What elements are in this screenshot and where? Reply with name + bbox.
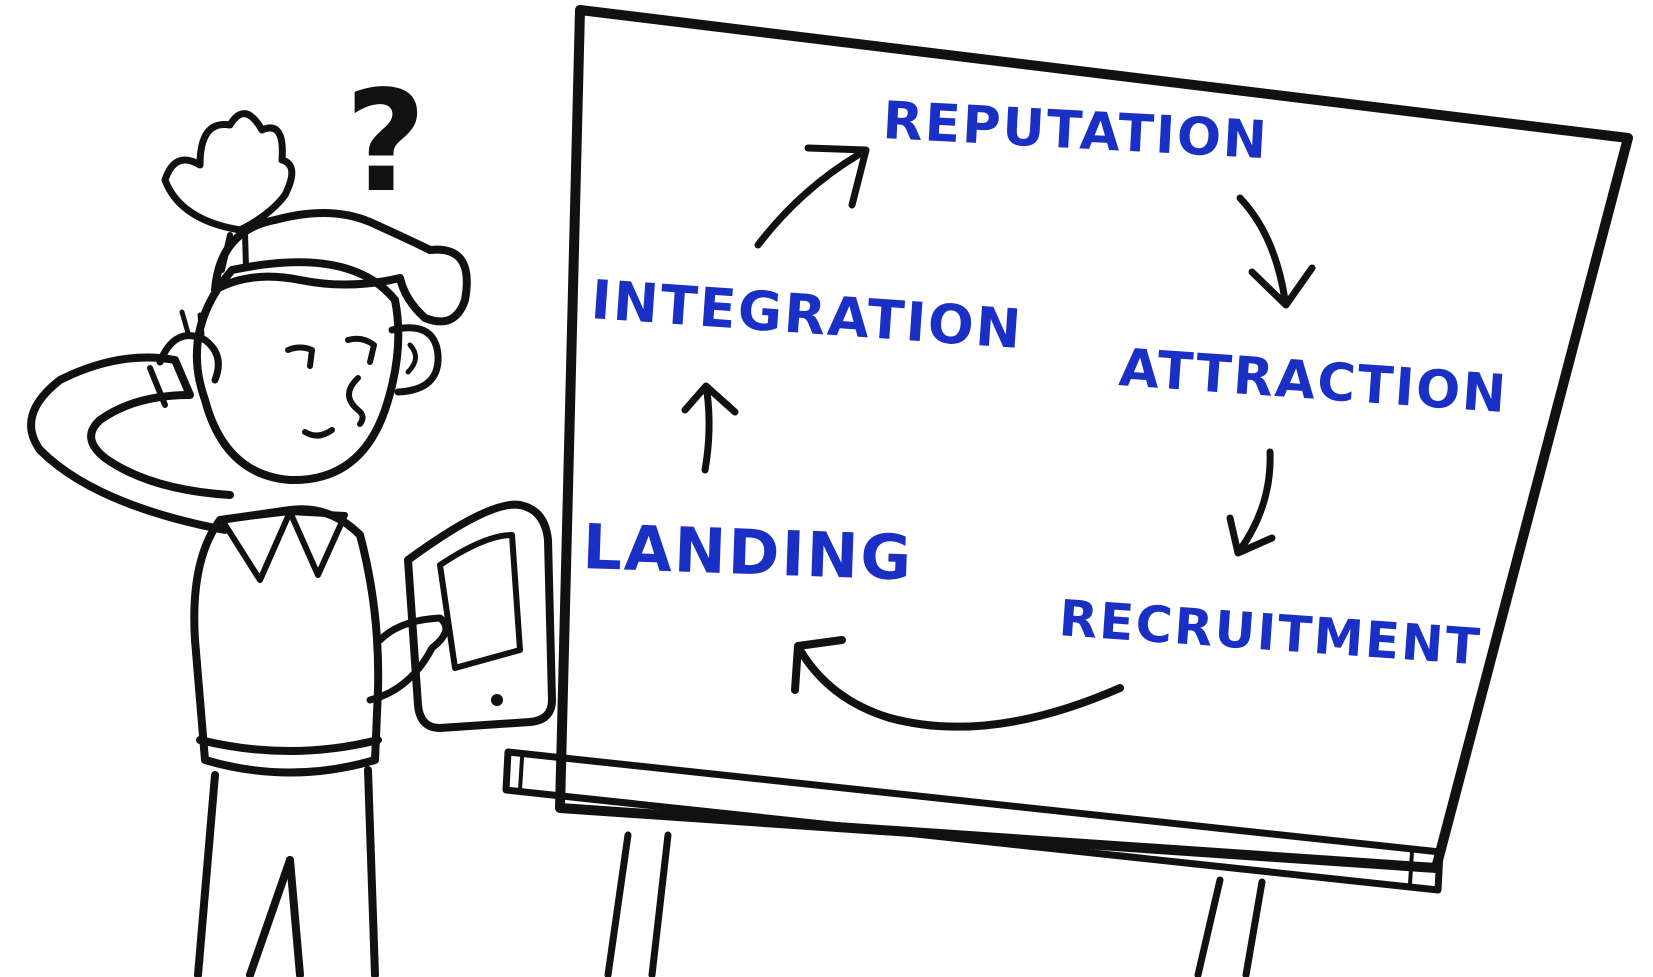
arrow-reputation-to-attraction	[1236, 194, 1316, 309]
confused-person: ?	[27, 61, 556, 977]
phone-screen	[437, 532, 523, 671]
ear	[388, 324, 442, 396]
phone-home-button-icon	[491, 694, 503, 706]
stage-reputation: REPUTATION	[881, 91, 1270, 171]
left-eye	[285, 344, 315, 369]
raised-arm	[27, 309, 234, 534]
board-tray	[502, 748, 1444, 894]
legs	[194, 766, 379, 977]
nose	[346, 375, 366, 427]
hair	[211, 209, 471, 326]
smartphone	[366, 500, 556, 732]
stage-attraction: ATTRACTION	[1117, 338, 1510, 425]
arrow-recruitment-to-landing	[791, 636, 1124, 731]
arrow-landing-to-integration	[681, 382, 739, 474]
cycle-arrows	[681, 144, 1316, 731]
holding-hand	[366, 614, 450, 704]
stage-integration: INTEGRATION	[589, 268, 1025, 361]
sweater-hem	[196, 736, 382, 755]
flipchart: REPUTATION ATTRACTION RECRUITMENT LANDIN…	[502, 5, 1633, 977]
shirt-collar	[219, 509, 348, 583]
stage-recruitment: RECRUITMENT	[1057, 589, 1483, 676]
hair-bun	[161, 110, 296, 234]
easel-legs	[604, 831, 1266, 977]
arrow-attraction-to-recruitment	[1226, 448, 1276, 557]
mouth	[302, 427, 335, 439]
question-mark-icon: ?	[345, 61, 426, 224]
stage-landing: LANDING	[581, 510, 914, 594]
right-eye	[345, 335, 377, 365]
torso	[190, 505, 383, 777]
arrow-integration-to-reputation	[754, 144, 870, 249]
head	[161, 110, 471, 485]
